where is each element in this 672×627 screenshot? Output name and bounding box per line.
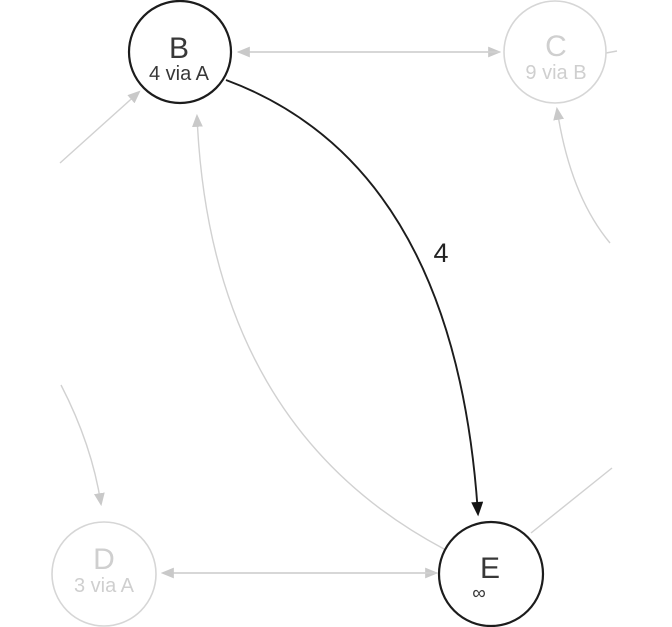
node-C-label: C (545, 30, 567, 63)
node-E-circle[interactable] (437, 520, 545, 627)
edge-b-to-e-active: 4 (225, 79, 484, 517)
edges-dimmed (59, 46, 618, 579)
edge-b-to-e (225, 79, 484, 517)
edge-e-to-offscreen (530, 467, 613, 534)
node-D-sublabel: 3 via A (74, 575, 135, 597)
node-B-circle[interactable] (127, 0, 233, 105)
node-B[interactable]: B 4 via A (127, 0, 233, 105)
edge-b-to-e-weight: 4 (433, 238, 448, 268)
node-B-label: B (169, 32, 189, 65)
node-E-label: E (480, 552, 500, 585)
node-D-circle[interactable] (51, 521, 157, 627)
node-C-sublabel: 9 via B (525, 62, 586, 84)
edge-c-to-offscreen (605, 50, 618, 54)
node-B-sublabel: 4 via A (149, 63, 210, 85)
edge-offscreen-to-d (60, 384, 105, 507)
node-D[interactable]: D 3 via A (51, 521, 157, 627)
node-E[interactable]: E ∞ (437, 520, 545, 627)
node-C[interactable]: C 9 via B (503, 0, 607, 104)
node-D-label: D (93, 543, 115, 576)
edge-offscreen-to-b (59, 90, 141, 164)
node-C-circle[interactable] (503, 0, 607, 104)
node-E-sublabel: ∞ (472, 583, 486, 604)
edge-e-to-b (192, 113, 445, 550)
edge-e-to-c (553, 106, 611, 244)
